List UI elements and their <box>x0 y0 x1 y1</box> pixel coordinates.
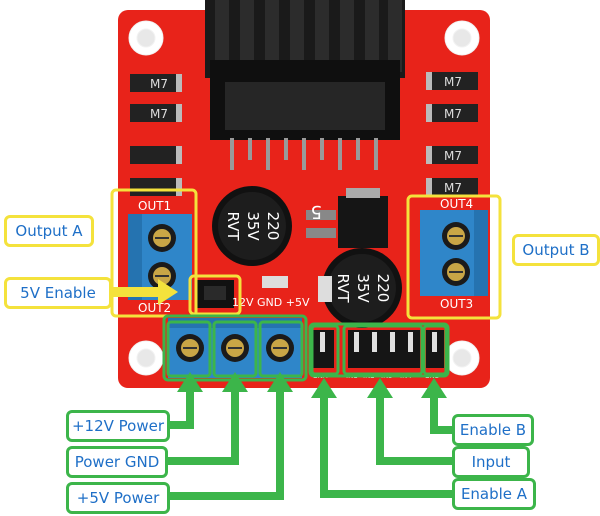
terminal-output-b <box>420 210 488 296</box>
label-output-a: Output A <box>4 215 94 247</box>
green-arrows <box>160 372 452 500</box>
cap-right-line-3: RVT <box>334 273 352 303</box>
yellow-highlight-boxes <box>110 188 502 320</box>
diodes-right <box>426 72 478 196</box>
diode-label-l1: M7 <box>150 77 168 91</box>
cap-right-line-2: 35V <box>354 273 372 303</box>
cap-left-line-1: 220 <box>264 212 282 241</box>
heatsink <box>205 0 405 140</box>
diode-label-r3: M7 <box>444 149 462 163</box>
label-output-b: Output B <box>512 234 600 266</box>
diode-label-r4: M7 <box>444 181 462 195</box>
silk-out3: OUT3 <box>440 297 473 311</box>
mounting-holes <box>128 20 480 376</box>
silk-power-pins: 12V GND +5V <box>232 296 310 309</box>
voltage-regulator: 5 <box>306 188 388 248</box>
cap-right-line-1: 220 <box>374 274 392 303</box>
label-5v-power: +5V Power <box>66 482 170 514</box>
label-5v-enable: 5V Enable <box>4 277 112 309</box>
diode-label-r1: M7 <box>444 75 462 89</box>
jumper-5v-enable <box>196 280 234 308</box>
diode-label-l2: M7 <box>150 107 168 121</box>
smd-part-2 <box>318 276 332 302</box>
diode-label-r2: M7 <box>444 107 462 121</box>
arrow-5v-enable <box>112 279 178 305</box>
label-power-gnd: Power GND <box>66 446 168 478</box>
silk-out4: OUT4 <box>440 197 473 211</box>
control-header <box>312 330 444 368</box>
label-input: Input <box>452 446 530 478</box>
cap-left-line-2: 35V <box>244 211 262 241</box>
cap-left-line-3: RVT <box>224 211 242 241</box>
label-enable-a: Enable A <box>452 478 536 510</box>
terminal-output-a <box>128 214 192 300</box>
silk-out1: OUT1 <box>138 199 171 213</box>
silk-out2: OUT2 <box>138 301 171 315</box>
label-enable-b: Enable B <box>452 414 534 446</box>
capacitor-right: 220 35V RVT <box>322 248 402 328</box>
capacitor-left: 220 35V RVT <box>212 186 292 266</box>
driver-chip-pins <box>230 138 378 170</box>
terminal-power <box>168 318 302 378</box>
label-12v-power: +12V Power <box>66 410 170 442</box>
regulator-silk: 5 <box>311 201 322 222</box>
smd-part <box>262 276 288 288</box>
